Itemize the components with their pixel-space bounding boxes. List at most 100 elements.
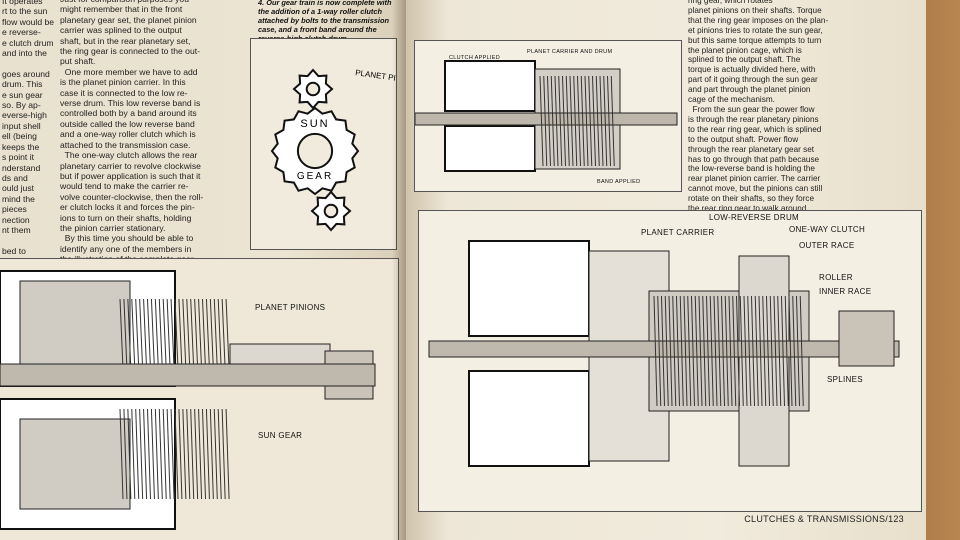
gear-tooth-line	[580, 75, 585, 167]
sun-label: SUN	[300, 118, 329, 130]
gear-tooth-line	[158, 408, 163, 500]
gear-tooth-line	[135, 298, 140, 370]
text-line: so. By ap-	[2, 100, 41, 111]
gear-tooth-line	[182, 408, 187, 500]
text-line: and into the	[2, 48, 47, 59]
gear-tooth-line	[550, 75, 555, 167]
text-line: One more member we have to add	[60, 66, 198, 77]
one-way-clutch-label: ONE-WAY CLUTCH	[789, 225, 866, 234]
gear-tooth-line	[554, 75, 559, 167]
gear-tooth-line	[217, 298, 222, 370]
clutch-applied-label: CLUTCH APPLIED	[449, 55, 500, 61]
gear-tooth-line	[154, 298, 159, 370]
gear-tooth-line	[205, 408, 210, 500]
sun-planet-gear-illustration: PLANET PINIONS SUN GEAR	[270, 68, 421, 232]
gear-tooth-line	[736, 295, 740, 407]
text-line: identify any one of the members in	[60, 243, 192, 254]
gear-tooth-line	[162, 408, 167, 500]
text-line: nderstand	[2, 162, 41, 173]
gear-tooth-line	[664, 295, 669, 407]
gear-tooth-line	[209, 298, 214, 370]
text-line: By this time you should be able to	[60, 233, 194, 244]
gear-tooth-line	[119, 408, 124, 500]
splines-label: SPLINES	[827, 375, 863, 384]
text-line: would tend to make the carrier re-	[60, 181, 189, 192]
gear-tooth-line	[178, 408, 183, 500]
gear-tooth-line	[668, 295, 673, 407]
gear-tooth-line	[679, 295, 684, 407]
gear-tooth-line	[135, 408, 140, 500]
gear-tooth-line	[194, 298, 199, 370]
band-applied-label: BAND APPLIED	[597, 179, 641, 185]
text-line: but this same torque attempts to turn	[688, 35, 822, 45]
gear-tooth-line	[147, 408, 151, 500]
text-line: ould just	[2, 183, 35, 194]
gear-tooth-line	[147, 298, 151, 370]
text-line: splined to the output shaft. The	[688, 55, 801, 65]
roller-label: ROLLER	[819, 273, 853, 282]
gear-tooth-line	[784, 295, 789, 407]
outer-race-label: OUTER RACE	[799, 241, 855, 250]
gear-tooth-line	[150, 298, 155, 370]
text-line: through the rear planetary gear set	[688, 144, 815, 154]
text-line: everse-high	[2, 110, 47, 121]
text-line: that the ring gear imposes on the plan-	[688, 15, 829, 25]
gear-tooth-line	[743, 295, 748, 407]
gear-tooth-line	[709, 295, 714, 407]
gear-tooth-line	[713, 295, 718, 407]
text-line: and a one-way roller clutch which is	[60, 129, 196, 140]
text-line: nt them	[2, 224, 31, 235]
gear-tooth-line	[127, 408, 132, 500]
text-line: controlled both by a band around its	[60, 108, 197, 119]
inner-race-label: INNER RACE	[819, 287, 872, 296]
gear-tooth-line	[174, 408, 179, 500]
gear-tooth-line	[182, 298, 187, 370]
text-line: keeps the	[2, 141, 40, 152]
gear-tooth-line	[123, 298, 128, 370]
planet-pinion-drawing	[310, 190, 352, 232]
gear-tooth-line	[194, 408, 199, 500]
gear-tooth-line	[558, 75, 563, 167]
gear-tooth-line	[221, 408, 226, 500]
text-line	[2, 58, 54, 68]
gear-tooth-line	[762, 295, 767, 407]
gear-tooth-line	[694, 295, 699, 407]
text-line: cage of the mechanism.	[688, 95, 775, 105]
complete-gear-train-figure: LOW-REVERSE DRUM PLANET CARRIER ONE-WAY …	[418, 210, 922, 512]
text-line: pieces	[2, 204, 27, 215]
text-line: outside called the low reverse band	[60, 118, 195, 129]
gear-tooth-line	[754, 295, 759, 407]
text-line: volve counter-clockwise, then the roll-	[60, 191, 204, 202]
text-line: Just for comparison purposes you	[60, 0, 203, 4]
planet-pinions-label-2: PLANET PINIONS	[255, 303, 326, 312]
gear-tooth-line	[592, 75, 596, 167]
gear-tooth-line	[178, 298, 183, 370]
text-line: ell (being	[2, 131, 37, 142]
gear-tooth-line	[577, 75, 581, 167]
text-line: ions to turn on their shafts, holding	[60, 212, 192, 223]
gear-tooth-line	[717, 295, 722, 407]
text-line: the pinion carrier stationary.	[60, 222, 166, 233]
text-line: planetary carrier to revolve clockwise	[60, 160, 201, 171]
gear-tooth-line	[573, 75, 578, 167]
text-line: the rear ring gear to walk around	[688, 204, 807, 214]
gear-tooth-line	[724, 295, 729, 407]
text-line: put shaft.	[60, 56, 96, 67]
text-line: case it is connected to the low re-	[60, 87, 188, 98]
text-line: rt to the sun	[2, 6, 48, 17]
complete-gear-train-illustration	[428, 240, 900, 467]
text-line: flow would be	[2, 16, 55, 27]
text-line: ds and	[2, 172, 28, 183]
gear-tooth-line	[213, 298, 218, 370]
gear-tooth-line	[739, 295, 744, 407]
text-line: but if power application is such that it	[60, 170, 201, 181]
gear-tooth-line	[225, 298, 230, 370]
gear-tooth-line	[202, 408, 206, 500]
gear-tooth-line	[565, 75, 570, 167]
text-line: has to go through that path because	[688, 154, 820, 164]
gear-tooth-line	[698, 295, 703, 407]
gear-tooth-line	[769, 295, 774, 407]
gear-tooth-line	[154, 408, 159, 500]
